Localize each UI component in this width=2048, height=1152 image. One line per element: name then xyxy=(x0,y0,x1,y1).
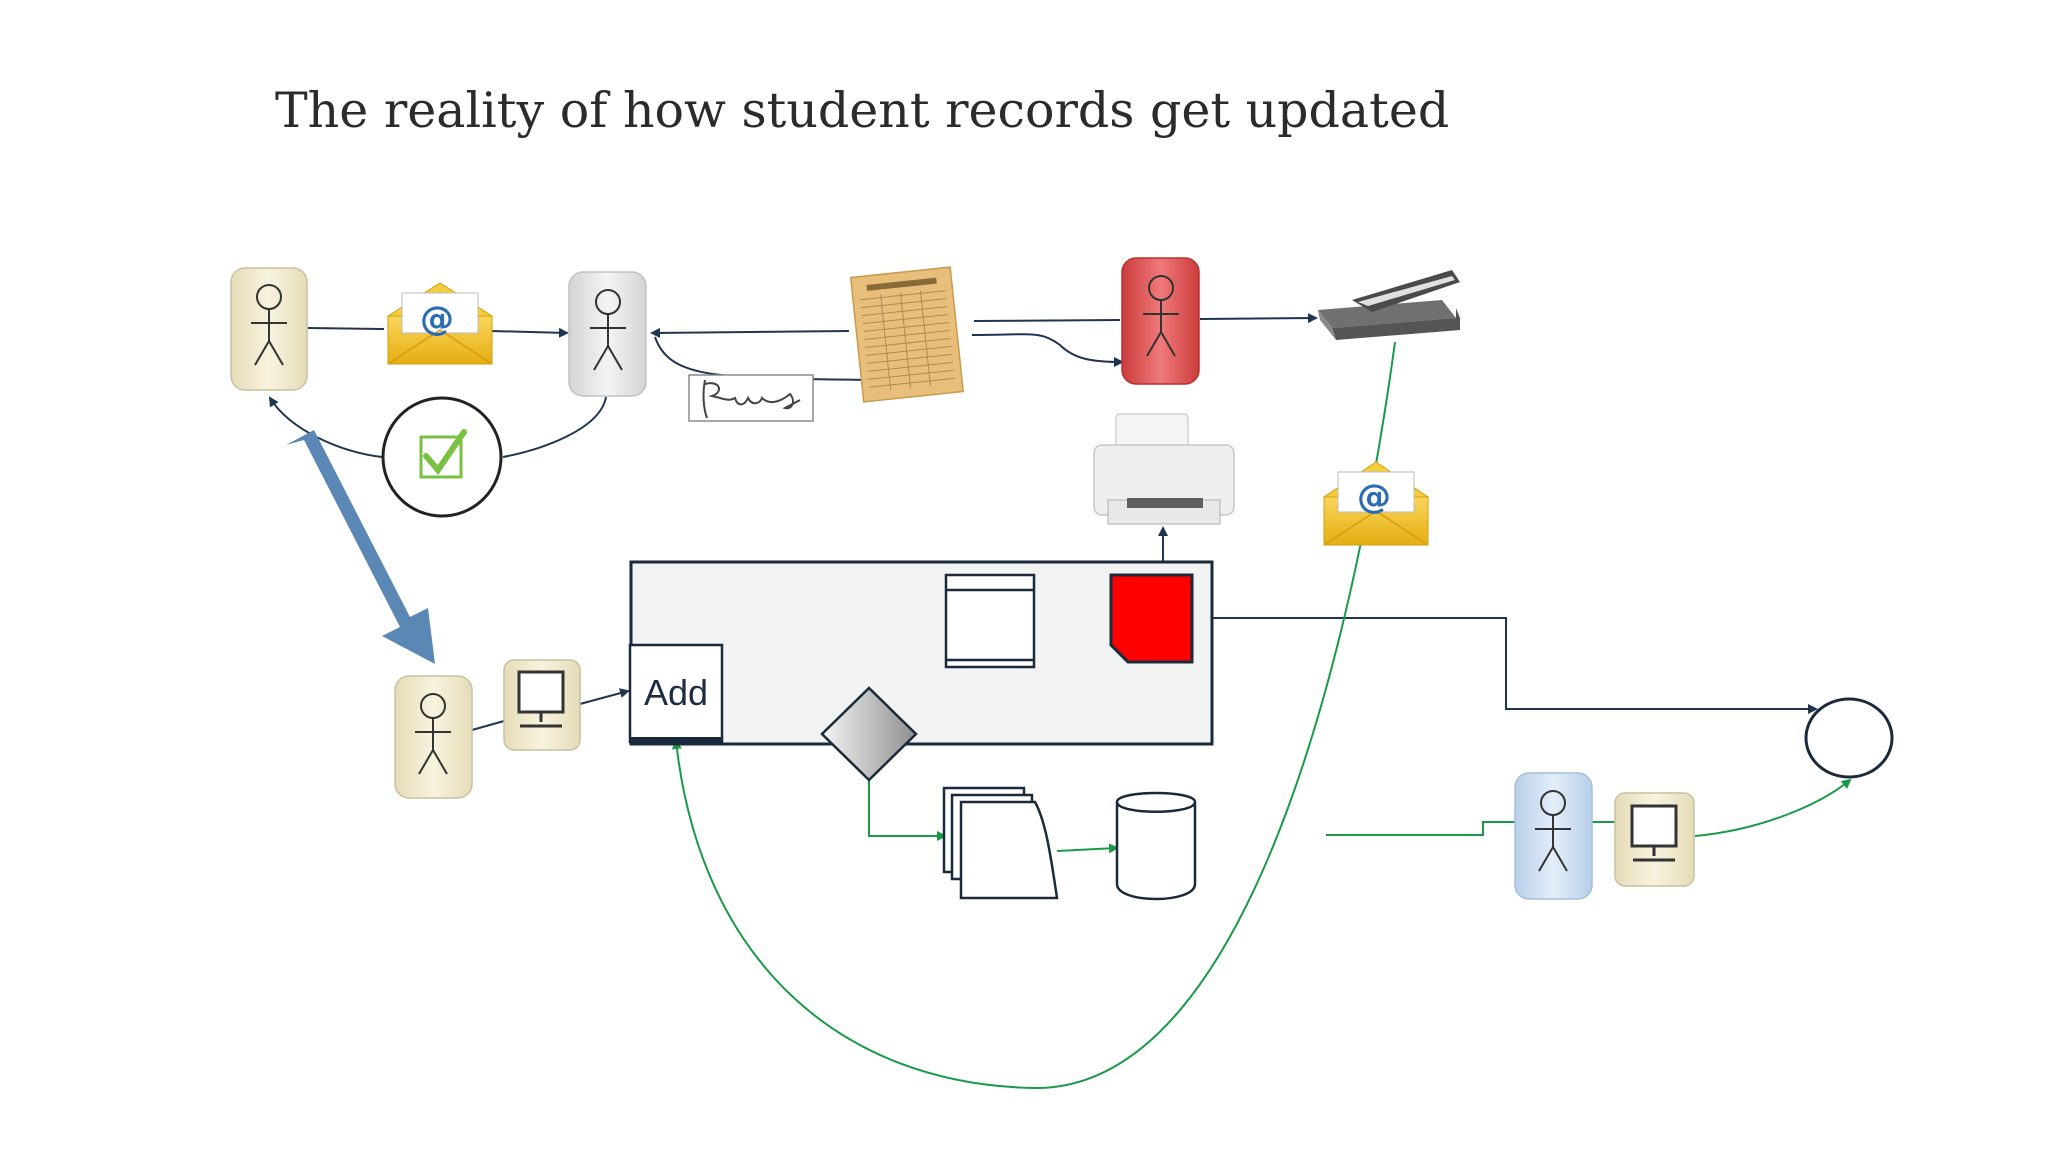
database xyxy=(1115,791,1197,901)
approval-check xyxy=(381,396,503,518)
email-envelope-top: @ xyxy=(386,282,494,365)
email-icon: @ xyxy=(420,299,454,339)
connector-red-end xyxy=(1192,617,1818,714)
connectors-green xyxy=(671,341,1852,1090)
documents-stack xyxy=(942,786,1059,900)
connector-actor3-pc xyxy=(471,720,505,731)
email-envelope-right: @ xyxy=(1322,461,1430,546)
actor-clerk xyxy=(394,675,473,799)
big-transition-arrow xyxy=(286,430,435,664)
workstation-left xyxy=(503,659,581,751)
connector-actor1-email xyxy=(307,327,385,330)
connector-scanner-add-loop xyxy=(671,341,1396,1090)
printer xyxy=(1093,413,1235,525)
actor-staff xyxy=(1514,772,1593,900)
connector-form-registrar-top xyxy=(973,319,1121,322)
connector-actor2-form xyxy=(654,336,874,385)
decision-icon xyxy=(820,686,918,782)
connector-email-actor2 xyxy=(491,327,569,338)
connector-pc-add xyxy=(579,688,630,705)
connector-decision-documents xyxy=(868,778,947,841)
computer-icon xyxy=(517,670,565,714)
add-label: Add xyxy=(644,672,708,713)
signature xyxy=(688,374,814,422)
actor-student xyxy=(230,267,308,391)
red-data-card xyxy=(1109,573,1194,664)
connector-to-actor4 xyxy=(1326,821,1520,836)
paper-form xyxy=(849,266,965,403)
actor-registrar xyxy=(1121,257,1200,385)
paper-form-icon xyxy=(860,290,955,391)
slide-title: The reality of how student records get u… xyxy=(275,82,1450,139)
connector-check-actor1 xyxy=(268,396,383,458)
workstation-right xyxy=(1614,792,1695,887)
documents-icon xyxy=(959,800,1059,900)
connector-actor2-check xyxy=(502,396,607,458)
actor-advisor xyxy=(568,271,647,397)
check-icon xyxy=(423,429,467,475)
connector-form-registrar xyxy=(971,333,1124,367)
computer-icon xyxy=(1630,804,1678,848)
signature-icon xyxy=(702,379,801,419)
database-icon xyxy=(1115,791,1197,901)
email-icon: @ xyxy=(1357,477,1391,517)
scanner xyxy=(1318,270,1460,340)
connector-registrar-scanner xyxy=(1199,313,1318,324)
form-screen xyxy=(944,573,1036,669)
connectors-dark xyxy=(268,313,1818,739)
connector-form-actor2 xyxy=(650,327,850,338)
add-process-box: Add xyxy=(628,643,724,744)
end-circle-icon xyxy=(1804,697,1894,779)
connector-pc-end xyxy=(1694,778,1852,837)
printer-icon xyxy=(1127,498,1203,508)
connector-documents-database xyxy=(1056,843,1119,854)
